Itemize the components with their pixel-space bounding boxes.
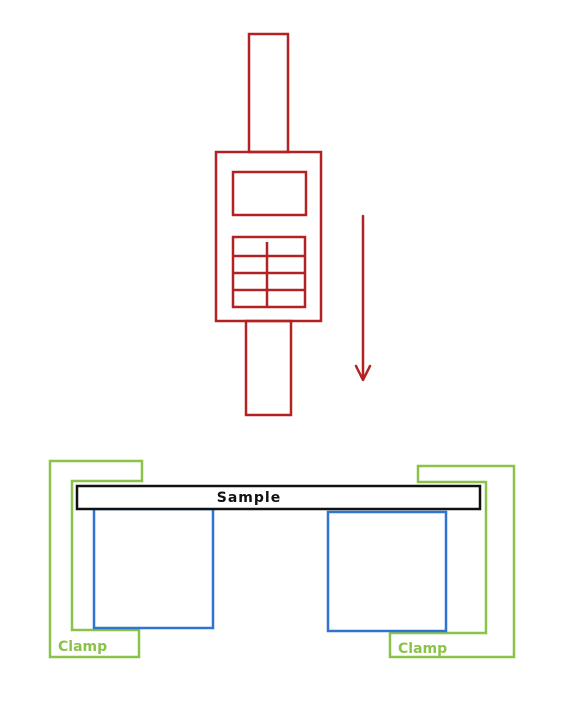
device-display <box>231 170 308 217</box>
testing-device <box>214 32 323 417</box>
sample-bar <box>75 484 482 511</box>
device-bottom-rod <box>244 319 293 417</box>
support-left <box>92 507 215 630</box>
clamp-left-label: Clamp <box>58 639 107 655</box>
clamp-right <box>388 464 516 659</box>
support-right <box>326 510 448 633</box>
sample-label: Sample <box>217 490 281 506</box>
device-top-rod <box>247 32 290 154</box>
clamp-right-label: Clamp <box>398 641 447 657</box>
clamp-left <box>48 459 144 659</box>
downward-arrow-icon <box>354 214 372 382</box>
